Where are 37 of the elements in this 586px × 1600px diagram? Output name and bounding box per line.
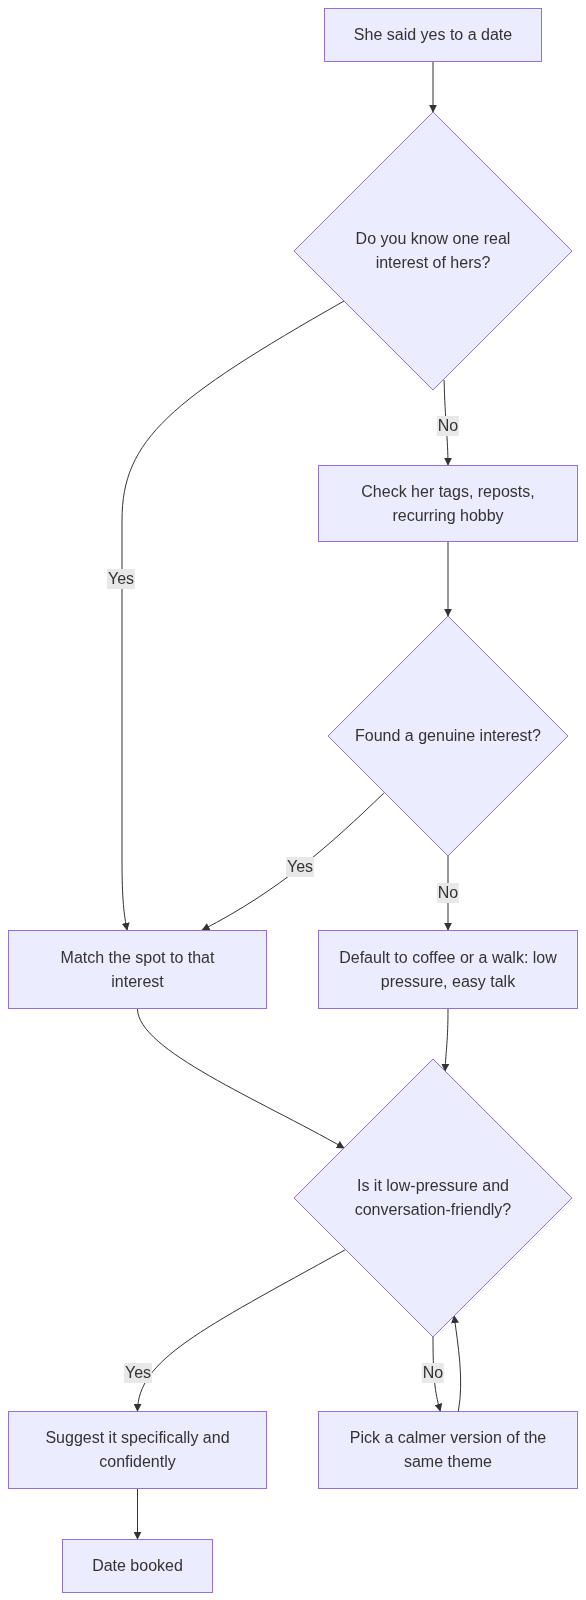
edge-label: No [436,416,460,436]
decision-diamond [294,112,572,390]
decision-diamond [294,1059,572,1337]
arrow [441,1008,450,1072]
process-text: Check her tags, reposts, recurring hobby [360,481,536,526]
arrow [429,61,437,113]
arrow [134,1249,346,1412]
process-text: She said yes to a date [352,25,514,45]
process-box [62,1539,213,1593]
process-text: Default to coffee or a walk: low pressure, easy talk [338,947,558,992]
arrow [121,300,345,931]
process-box [318,930,578,1009]
process-box [8,930,267,1009]
arrow [451,1315,462,1412]
decision-text: Do you know one real interest of hers? [354,229,512,273]
edge-label: No [436,883,460,903]
process-text: Pick a calmer version of the same theme [348,1428,548,1472]
decision-diamond [328,616,568,856]
process-box [318,465,578,542]
edge-label: Yes [285,857,315,877]
edge-label: Yes [123,1363,153,1383]
process-text: Match the spot to that interest [59,947,216,992]
edge-label: Yes [106,569,136,589]
arrow [443,379,452,466]
arrow [137,1008,345,1149]
process-text: Suggest it specifically and confidently [44,1428,231,1472]
decision-text: Found a genuine interest? [355,726,541,746]
process-box [318,1411,578,1489]
process-box [8,1411,267,1489]
arrow [133,1488,142,1540]
arrow [444,855,452,931]
edge-label: No [421,1363,445,1383]
arrow [432,1336,443,1412]
arrow [444,541,452,617]
process-text: Date booked [91,1556,184,1576]
decision-text: Is it low-pressure and conversation-friendly? [353,1176,513,1220]
process-box [324,8,542,62]
